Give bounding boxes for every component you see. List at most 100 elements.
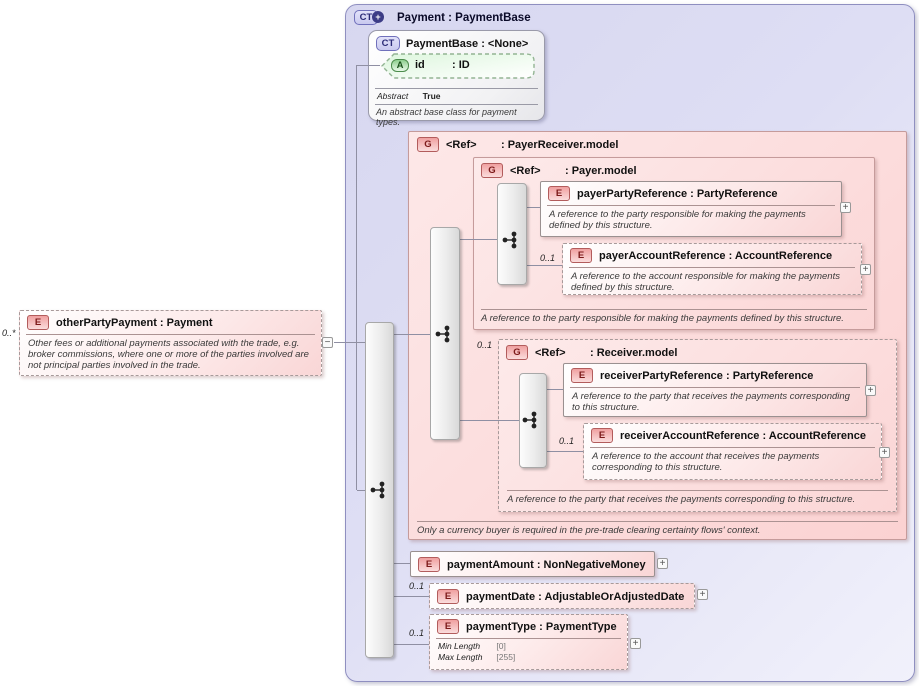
element-description: Other fees or additional payments associ… <box>28 338 309 371</box>
group-icon: G <box>506 345 528 360</box>
divider <box>569 267 855 268</box>
connector-line <box>394 596 429 597</box>
element-header: E paymentType : PaymentType <box>430 615 627 636</box>
occurrence-label-paymentDate: 0..1 <box>409 581 425 591</box>
element-receiverAccountReference[interactable]: E receiverAccountReference : AccountRefe… <box>583 423 882 480</box>
group-receiver-footer: A reference to the party that receives t… <box>507 490 888 505</box>
occurrence-label-paymentType: 0..1 <box>409 628 425 638</box>
occurrence-label-receiverAccountReference: 0..1 <box>559 436 575 446</box>
element-title: receiverPartyReference : PartyReference <box>600 369 814 382</box>
sequence-icon <box>522 411 537 429</box>
element-description: A reference to the party that receives t… <box>572 391 850 413</box>
sequence-icon <box>502 231 517 249</box>
attribute-id[interactable]: A id : ID <box>380 53 536 79</box>
connector-line <box>394 334 430 335</box>
complextype-icon: CT + <box>354 10 384 25</box>
group-type: : Receiver.model <box>590 346 678 359</box>
element-title: paymentAmount : NonNegativeMoney <box>447 558 646 571</box>
connector-line <box>356 65 357 490</box>
paymentbase-description: An abstract base class for payment types… <box>376 107 517 127</box>
element-badge: E <box>570 248 592 263</box>
page-title: Payment : PaymentBase <box>397 11 531 24</box>
derived-plus-icon: + <box>372 11 384 23</box>
connector-line <box>394 563 410 564</box>
max-length-label: Max Length <box>438 651 483 662</box>
element-paymentType[interactable]: E paymentType : PaymentType Min Length [… <box>429 614 628 670</box>
occurrence-label-payerAccountReference: 0..1 <box>540 253 556 263</box>
divider <box>436 638 621 639</box>
element-title: paymentDate : AdjustableOrAdjustedDate <box>466 590 685 603</box>
complextype-icon: CT <box>376 36 400 51</box>
complextype-payment-header: CT + Payment : PaymentBase <box>346 5 914 30</box>
expand-button-paymentAmount[interactable]: + <box>657 558 668 569</box>
element-title: otherPartyPayment : Payment <box>56 316 213 329</box>
element-badge: E <box>418 557 440 572</box>
divider <box>375 88 538 89</box>
expand-button-payerPartyReference[interactable]: + <box>840 202 851 213</box>
abstract-label: Abstract <box>377 91 409 101</box>
attribute-type: : ID <box>452 59 470 71</box>
element-header: E receiverPartyReference : PartyReferenc… <box>564 364 866 385</box>
element-receiverPartyReference[interactable]: E receiverPartyReference : PartyReferenc… <box>563 363 867 417</box>
collapse-button-otherPartyPayment[interactable]: − <box>322 337 333 348</box>
group-name: <Ref> <box>446 138 477 151</box>
group-name: <Ref> <box>510 164 541 177</box>
divider <box>26 334 315 335</box>
group-type: : PayerReceiver.model <box>501 138 619 151</box>
element-header: E payerPartyReference : PartyReference <box>541 182 841 203</box>
element-paymentDate[interactable]: E paymentDate : AdjustableOrAdjustedDate <box>429 583 695 609</box>
min-length-label: Min Length <box>438 641 481 651</box>
element-header: E paymentDate : AdjustableOrAdjustedDate <box>430 584 694 606</box>
group-type: : Payer.model <box>565 164 637 177</box>
min-length-row: Min Length [0] <box>438 641 619 652</box>
max-length-row: Max Length [255] <box>438 652 619 663</box>
expand-button-paymentType[interactable]: + <box>630 638 641 649</box>
connector-line <box>527 207 540 208</box>
paymentbase-header: CT PaymentBase : <None> <box>369 31 544 56</box>
expand-button-payerAccountReference[interactable]: + <box>860 264 871 275</box>
element-title: paymentType : PaymentType <box>466 620 617 633</box>
connector-line <box>460 239 497 240</box>
connector-line <box>394 644 429 645</box>
element-header: E receiverAccountReference : AccountRefe… <box>584 424 881 445</box>
element-paymentAmount[interactable]: E paymentAmount : NonNegativeMoney <box>410 551 655 577</box>
divider <box>547 205 835 206</box>
element-otherPartyPayment[interactable]: E otherPartyPayment : Payment Other fees… <box>19 310 322 376</box>
sequence-icon <box>435 325 450 343</box>
min-length-value: [0] <box>496 641 506 651</box>
element-badge: E <box>591 428 613 443</box>
element-badge: E <box>437 619 459 634</box>
attribute-badge: A <box>391 59 409 72</box>
element-header: E payerAccountReference : AccountReferen… <box>563 244 861 265</box>
connector-line <box>547 451 583 452</box>
connector-line <box>357 65 380 66</box>
complextype-paymentbase-box[interactable]: CT PaymentBase : <None> A id : ID Abstra… <box>368 30 545 127</box>
element-title: payerPartyReference : PartyReference <box>577 187 778 200</box>
attribute-name: id <box>415 59 425 71</box>
max-length-value: [255] <box>496 651 516 662</box>
group-receiver-header: G <Ref> : Receiver.model <box>499 340 896 365</box>
element-payerAccountReference[interactable]: E payerAccountReference : AccountReferen… <box>562 243 862 295</box>
connector-line <box>357 490 365 491</box>
sequence-icon <box>370 481 385 499</box>
divider <box>570 387 860 388</box>
occurrence-label-otherPartyPayment: 0..* <box>2 328 16 338</box>
element-badge: E <box>27 315 49 330</box>
expand-button-receiverPartyReference[interactable]: + <box>865 385 876 396</box>
expand-button-paymentDate[interactable]: + <box>697 589 708 600</box>
attribute-shape <box>381 53 535 79</box>
element-badge: E <box>571 368 593 383</box>
connector-line <box>460 420 519 421</box>
connector-line <box>334 342 365 343</box>
group-icon: G <box>481 163 503 178</box>
group-payer-footer: A reference to the party responsible for… <box>481 309 867 324</box>
connector-line <box>547 389 563 390</box>
element-description: A reference to the account that receives… <box>592 451 820 473</box>
element-header: E otherPartyPayment : Payment <box>20 311 321 332</box>
connector-line <box>527 265 562 266</box>
element-payerPartyReference[interactable]: E payerPartyReference : PartyReference A… <box>540 181 842 237</box>
element-description: A reference to the party responsible for… <box>549 209 806 231</box>
expand-button-receiverAccountReference[interactable]: + <box>879 447 890 458</box>
element-title: receiverAccountReference : AccountRefere… <box>620 429 866 442</box>
